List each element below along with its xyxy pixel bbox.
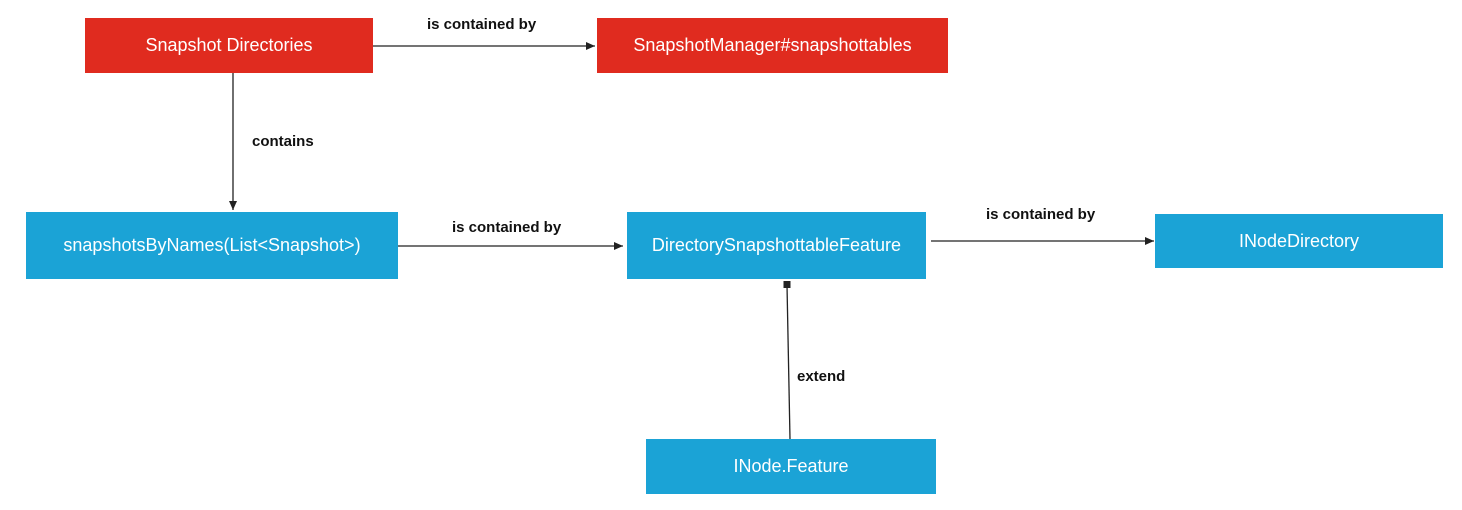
edge-label-feature-to-inodedir: is contained by [986,206,1096,223]
node-inode-directory[interactable]: INodeDirectory [1155,214,1443,268]
node-label: Snapshot Directories [145,35,313,55]
edge-label-dirs-to-names: contains [252,133,314,150]
extend-square-marker [783,281,791,288]
edge-label-dirs-to-manager: is contained by [427,16,537,33]
edge-label-names-to-feature: is contained by [452,219,562,236]
node-inode-feature[interactable]: INode.Feature [646,439,936,494]
node-label: SnapshotManager#snapshottables [633,35,912,55]
node-label: DirectorySnapshottableFeature [651,235,902,255]
node-label: INodeDirectory [1238,230,1360,251]
node-label: INode.Feature [733,456,849,476]
edge-inodefeature-to-feature [786,284,791,440]
node-directory-snapshottable-feature[interactable]: DirectorySnapshottableFeature [627,212,926,279]
edge-label-extend: extend [797,368,846,385]
node-snapshots-by-names[interactable]: snapshotsByNames(List<Snapshot>) [26,212,398,279]
node-snapshot-manager[interactable]: SnapshotManager#snapshottables [597,18,948,73]
node-label: snapshotsByNames(List<Snapshot>) [63,235,361,255]
node-snapshot-directories[interactable]: Snapshot Directories [85,18,373,73]
